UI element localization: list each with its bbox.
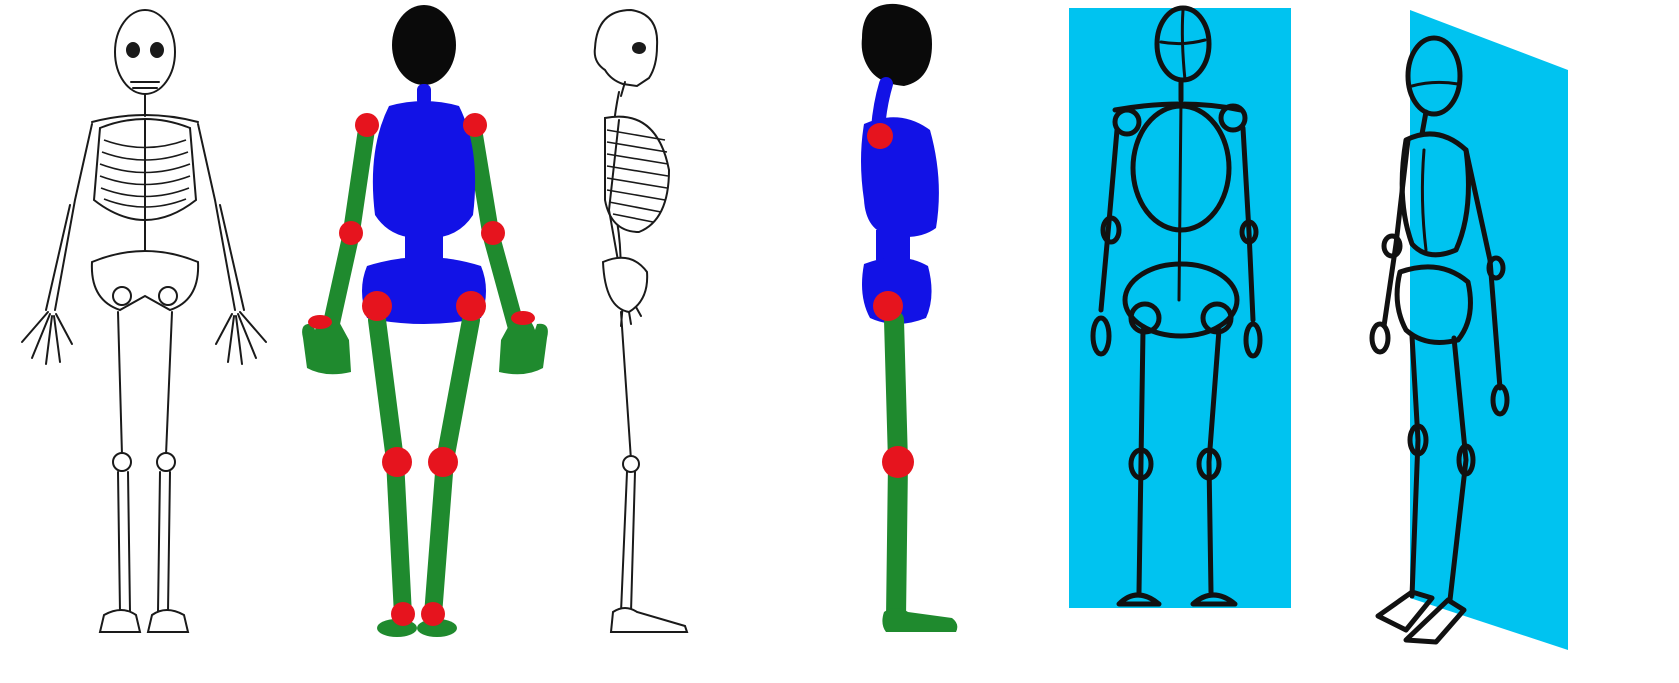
side-sketch-figure bbox=[1340, 0, 1679, 683]
front-mannequin-drawing bbox=[302, 5, 548, 637]
side-skeleton-figure bbox=[565, 0, 725, 683]
side-mannequin-figure bbox=[840, 0, 990, 683]
front-sketch-figure bbox=[1065, 0, 1295, 683]
picture-plane bbox=[1410, 10, 1568, 650]
front-mannequin-figure bbox=[285, 0, 565, 683]
mannequin-head bbox=[392, 5, 456, 85]
side-mannequin-drawing bbox=[861, 4, 957, 632]
side-skeleton-drawing bbox=[595, 10, 687, 632]
front-skeleton-figure bbox=[0, 0, 290, 683]
mannequin-head bbox=[862, 4, 932, 86]
front-skeleton-drawing bbox=[22, 10, 266, 632]
